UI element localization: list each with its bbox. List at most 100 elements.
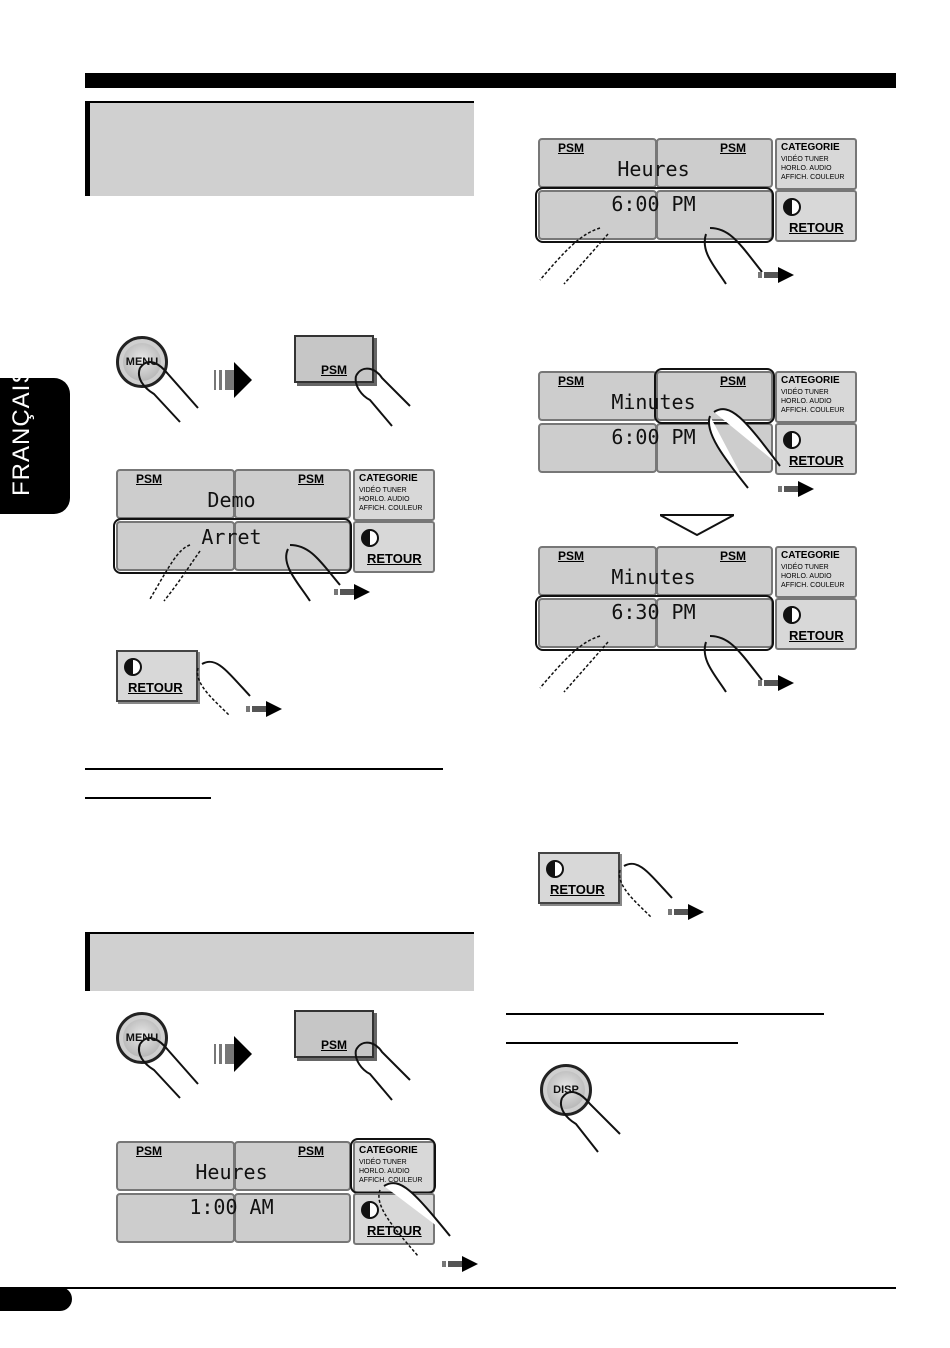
left-arrow-key[interactable] (538, 190, 657, 240)
arrow-right-icon (668, 904, 704, 920)
psm-label: PSM (558, 549, 585, 563)
psm-label: PSM (720, 374, 747, 388)
highlight-frame (654, 368, 775, 424)
right-arrow-key[interactable] (234, 1193, 351, 1243)
panel-value: 6:00 PM (611, 425, 696, 449)
psm-left-key[interactable] (116, 1141, 235, 1191)
psm-label: PSM (720, 549, 747, 563)
top-rule (85, 73, 896, 88)
arrow-right-icon (442, 1256, 478, 1272)
arrow-right-icon (778, 481, 814, 497)
retour-label: RETOUR (789, 220, 844, 235)
finger-icon (138, 1036, 199, 1099)
arrow-right-icon (214, 362, 252, 398)
cat-row: VIDÉO TUNER (781, 389, 829, 396)
retour-button[interactable]: RETOUR (538, 852, 620, 904)
finger-icon (618, 862, 673, 919)
left-arrow-key[interactable] (116, 521, 235, 571)
finger-icon (560, 1090, 621, 1153)
psm-button[interactable]: PSM (294, 1010, 374, 1058)
psm-label: PSM (298, 472, 325, 486)
panel-title: Heures (617, 157, 690, 181)
retour-key[interactable]: RETOUR (775, 190, 857, 242)
menu-button[interactable]: MENU (116, 336, 168, 388)
left-arrow-key[interactable] (538, 423, 657, 473)
finger-icon (539, 635, 763, 693)
retour-label: RETOUR (550, 882, 605, 897)
display-panel-minutes-1: PSM PSM Minutes 6:00 PM CATEGORIE VIDÉO T… (538, 368, 857, 475)
finger-icon (138, 360, 199, 423)
panel-value: 6:30 PM (611, 600, 696, 624)
categorie-label: CATEGORIE (781, 142, 840, 153)
highlight-frame (535, 187, 774, 243)
panel-title: Demo (207, 488, 256, 512)
cat-row: HORLO. AUDIO (781, 398, 832, 405)
categorie-label: CATEGORIE (359, 473, 418, 484)
disp-button-label: DISP (553, 1084, 579, 1096)
arrow-right-icon (334, 584, 370, 600)
right-arrow-key[interactable] (656, 190, 773, 240)
psm-button-label: PSM (320, 363, 347, 377)
cat-row: AFFICH. COULEUR (359, 505, 423, 512)
psm-button-label: PSM (320, 1038, 347, 1052)
psm-right-key[interactable] (234, 1141, 351, 1191)
psm-label: PSM (720, 141, 747, 155)
psm-label: PSM (136, 472, 163, 486)
clock-icon (361, 1201, 379, 1219)
arrow-down-icon (660, 514, 734, 536)
panel-title: Minutes (611, 390, 696, 414)
psm-button[interactable]: PSM (294, 335, 374, 383)
retour-key[interactable]: RETOUR (353, 521, 435, 573)
clock-icon (124, 658, 142, 676)
clock-icon (546, 860, 564, 878)
retour-button[interactable]: RETOUR (116, 650, 198, 702)
clock-icon (361, 529, 379, 547)
categorie-label: CATEGORIE (781, 550, 840, 561)
highlight-frame (535, 595, 774, 651)
left-arrow-key[interactable] (538, 598, 657, 648)
arrow-right-icon (246, 701, 282, 717)
language-tab: FRANÇAIS (0, 367, 70, 514)
section-header-2 (85, 932, 474, 991)
finger-icon (196, 660, 251, 717)
retour-label: RETOUR (128, 680, 183, 695)
psm-label: PSM (298, 1144, 325, 1158)
menu-button-label: MENU (125, 356, 159, 368)
retour-label: RETOUR (789, 453, 844, 468)
left-arrow-key[interactable] (116, 1193, 235, 1243)
rule (506, 1042, 738, 1044)
panel-title: Heures (195, 1160, 268, 1184)
menu-button[interactable]: MENU (116, 1012, 168, 1064)
psm-label: PSM (558, 141, 585, 155)
arrow-right-icon (214, 1036, 252, 1072)
categorie-label: CATEGORIE (781, 375, 840, 386)
clock-icon (783, 198, 801, 216)
psm-left-key[interactable] (538, 138, 657, 188)
categorie-label: CATEGORIE (359, 1145, 418, 1156)
cat-row: HORLO. AUDIO (781, 165, 832, 172)
retour-key[interactable]: RETOUR (353, 1193, 435, 1245)
panel-value: Arret (201, 525, 262, 549)
retour-key[interactable]: RETOUR (775, 423, 857, 475)
rule (506, 1013, 824, 1015)
cat-row: VIDÉO TUNER (781, 564, 829, 571)
section-header-1 (85, 101, 474, 196)
menu-button-label: MENU (125, 1032, 159, 1044)
cat-row: VIDÉO TUNER (359, 487, 407, 494)
psm-label: PSM (558, 374, 585, 388)
retour-label: RETOUR (789, 628, 844, 643)
cat-row: AFFICH. COULEUR (781, 174, 845, 181)
retour-label: RETOUR (367, 1223, 422, 1238)
cat-row: VIDÉO TUNER (359, 1159, 407, 1166)
psm-label: PSM (136, 1144, 163, 1158)
rule (85, 797, 211, 799)
retour-key[interactable]: RETOUR (775, 598, 857, 650)
